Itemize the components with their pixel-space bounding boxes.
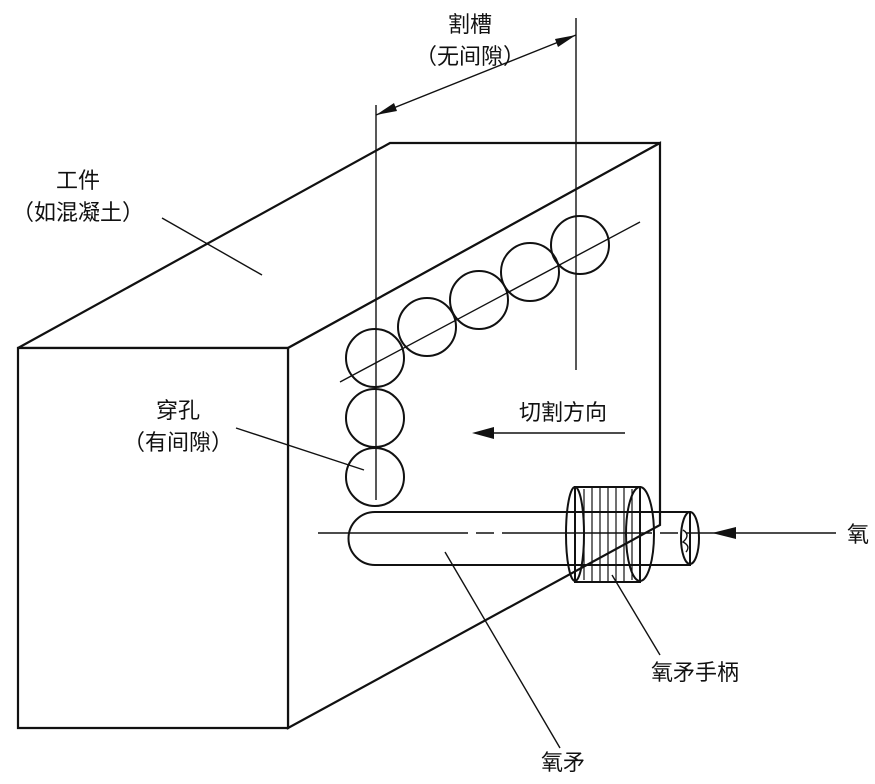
label-slot-sub: （无间隙） [415, 45, 525, 70]
workpiece-block [16, 141, 662, 730]
slot-centerline [339, 221, 641, 383]
slot-circle [345, 328, 405, 388]
label-hole-sub: （有间隙） [123, 431, 233, 456]
label-cut-direction: 切割方向 [519, 401, 607, 426]
slot-circle [449, 270, 509, 330]
slot-circle [550, 215, 610, 275]
label-workpiece: 工件 [56, 169, 100, 194]
oxygen-lance [318, 511, 840, 566]
leader-lines [161, 217, 661, 749]
block-front-face [16, 346, 290, 730]
label-oxygen: 氧 [847, 523, 869, 548]
slot-circle [397, 297, 457, 357]
slot-circle [500, 242, 560, 302]
label-slot: 割槽 [448, 13, 492, 38]
slot-dimension [375, 18, 577, 500]
label-hole: 穿孔 [156, 399, 200, 424]
lance-tube [347, 511, 691, 566]
cut-holes [339, 215, 641, 507]
lance-handle [565, 486, 655, 583]
lance-tube-end [680, 511, 700, 565]
label-workpiece-sub: （如混凝土） [12, 201, 144, 226]
hole-circle [345, 388, 405, 448]
label-lance: 氧矛 [541, 751, 585, 776]
label-lance-handle: 氧矛手柄 [651, 661, 739, 686]
cut-direction-arrow [472, 427, 625, 439]
